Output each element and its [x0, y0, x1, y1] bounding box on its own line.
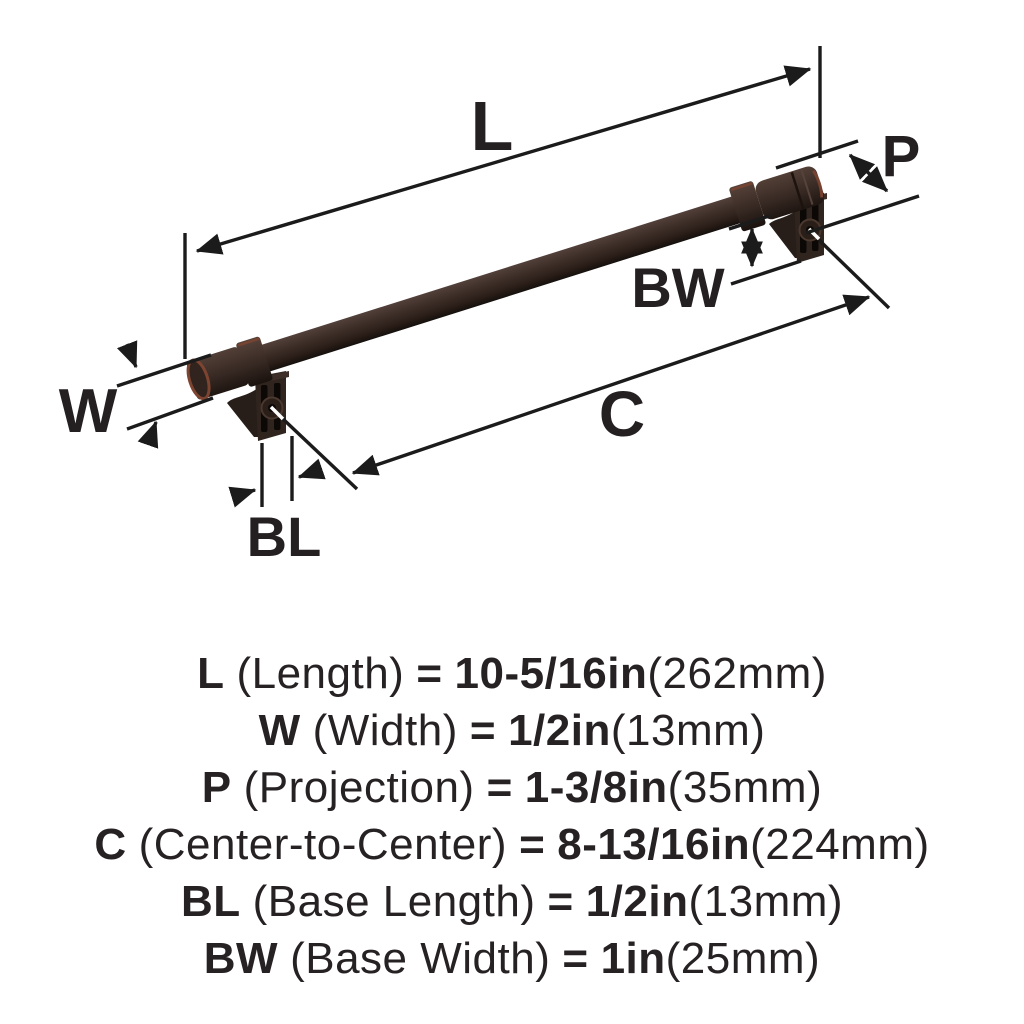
dim-base-length	[228, 436, 326, 508]
spec-symbol: L	[197, 649, 225, 698]
spec-equals: =	[562, 934, 589, 983]
width-label: W	[59, 377, 118, 446]
spec-equals: =	[519, 820, 546, 869]
spec-equals: =	[547, 877, 574, 926]
left-mounting-post	[227, 371, 289, 441]
spec-value: 8-13/16in	[557, 820, 751, 869]
spec-equals: =	[416, 649, 443, 698]
base-length-label: BL	[247, 505, 322, 568]
spec-value: 1/2in	[585, 877, 689, 926]
spec-symbol: W	[258, 706, 301, 755]
spec-row-center-to-center: C(Center-to-Center)=8-13/16in(224mm)	[94, 816, 929, 873]
dim-projection	[775, 139, 920, 235]
spec-symbol: BL	[180, 877, 241, 926]
spec-name: (Length)	[236, 649, 405, 698]
spec-metric: (262mm)	[647, 649, 827, 698]
spec-name: (Base Width)	[290, 934, 551, 983]
spec-symbol: C	[94, 820, 127, 869]
dim-center-to-center	[281, 238, 891, 491]
dim-width	[116, 340, 214, 449]
length-label: L	[471, 87, 514, 165]
left-collar-ring	[236, 336, 273, 387]
spec-value: 1-3/8in	[524, 763, 668, 812]
spec-name: (Projection)	[243, 763, 475, 812]
dim-base-width	[728, 214, 802, 286]
spec-value: 1in	[600, 934, 666, 983]
dim-length	[183, 46, 822, 359]
spec-row-length: L(Length)=10-5/16in(262mm)	[197, 645, 827, 702]
spec-row-projection: P(Projection)=1-3/8in(35mm)	[202, 759, 822, 816]
spec-metric: (13mm)	[610, 706, 766, 755]
spec-legend: L(Length)=10-5/16in(262mm) W(Width)=1/2i…	[0, 645, 1024, 987]
spec-symbol: P	[201, 763, 232, 812]
base-width-label: BW	[631, 256, 724, 319]
spec-metric: (35mm)	[667, 763, 823, 812]
spec-row-base-width: BW(Base Width)=1in(25mm)	[204, 930, 820, 987]
spec-metric: (224mm)	[750, 820, 930, 869]
spec-row-base-length: BL(Base Length)=1/2in(13mm)	[181, 873, 843, 930]
spec-name: (Width)	[312, 706, 458, 755]
spec-value: 1/2in	[508, 706, 611, 755]
spec-name: (Base Length)	[252, 877, 536, 926]
spec-symbol: BW	[203, 934, 279, 983]
left-screw-leader	[269, 405, 285, 421]
spec-row-width: W(Width)=1/2in(13mm)	[259, 702, 766, 759]
center-to-center-label: C	[599, 378, 645, 450]
spec-value: 10-5/16in	[454, 649, 648, 698]
spec-equals: =	[469, 706, 497, 755]
dimension-diagram: L P BW C W BL	[59, 46, 921, 568]
spec-metric: (25mm)	[665, 934, 821, 983]
projection-label: P	[882, 124, 921, 189]
spec-equals: =	[486, 763, 513, 812]
spec-metric: (13mm)	[688, 877, 844, 926]
spec-name: (Center-to-Center)	[138, 820, 508, 869]
